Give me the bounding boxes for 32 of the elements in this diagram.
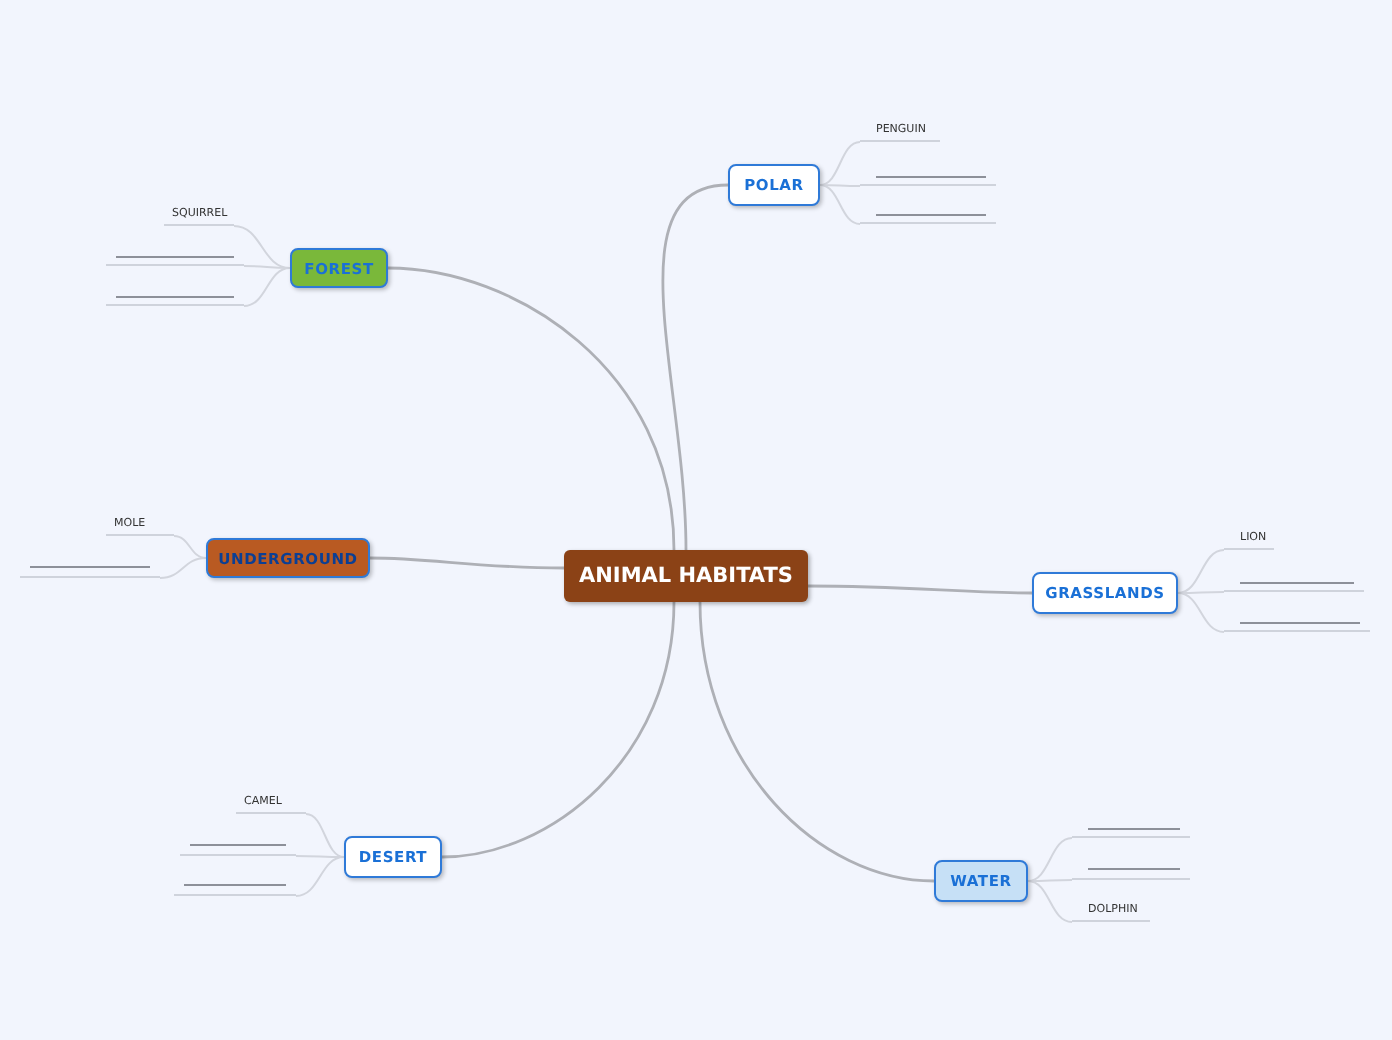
connector-line	[173, 535, 207, 559]
blank-subtopic	[1072, 868, 1190, 880]
connector-line	[295, 856, 345, 897]
connector-line	[233, 225, 291, 269]
blank-subtopic	[1224, 622, 1370, 632]
blank-subtopic	[860, 214, 996, 224]
connector-line	[819, 184, 861, 225]
connector-line	[441, 601, 676, 859]
connector-line	[1027, 880, 1073, 923]
blank-subtopic	[174, 884, 296, 896]
blank-subtopic	[180, 844, 296, 856]
connector-line	[243, 267, 291, 307]
central-topic: ANIMAL HABITATS	[564, 550, 808, 602]
connector-line	[819, 141, 861, 186]
connector-line	[305, 813, 345, 858]
connector-line	[661, 183, 729, 551]
connector-line	[387, 266, 676, 551]
connector-line	[819, 184, 861, 187]
connector-line	[295, 855, 345, 858]
blank-subtopic	[1224, 582, 1364, 592]
connector-line	[808, 584, 1032, 595]
connector-line	[698, 601, 935, 883]
blank-subtopic	[20, 566, 160, 578]
blank-subtopic	[106, 256, 244, 266]
connector-line	[370, 556, 564, 570]
connector-line	[159, 557, 207, 579]
blank-subtopic	[106, 296, 244, 306]
blank-subtopic	[1072, 828, 1190, 838]
connector-line	[1027, 837, 1073, 882]
connector-line	[1177, 592, 1225, 633]
blank-subtopic	[860, 176, 996, 186]
connector-line	[1177, 549, 1225, 594]
